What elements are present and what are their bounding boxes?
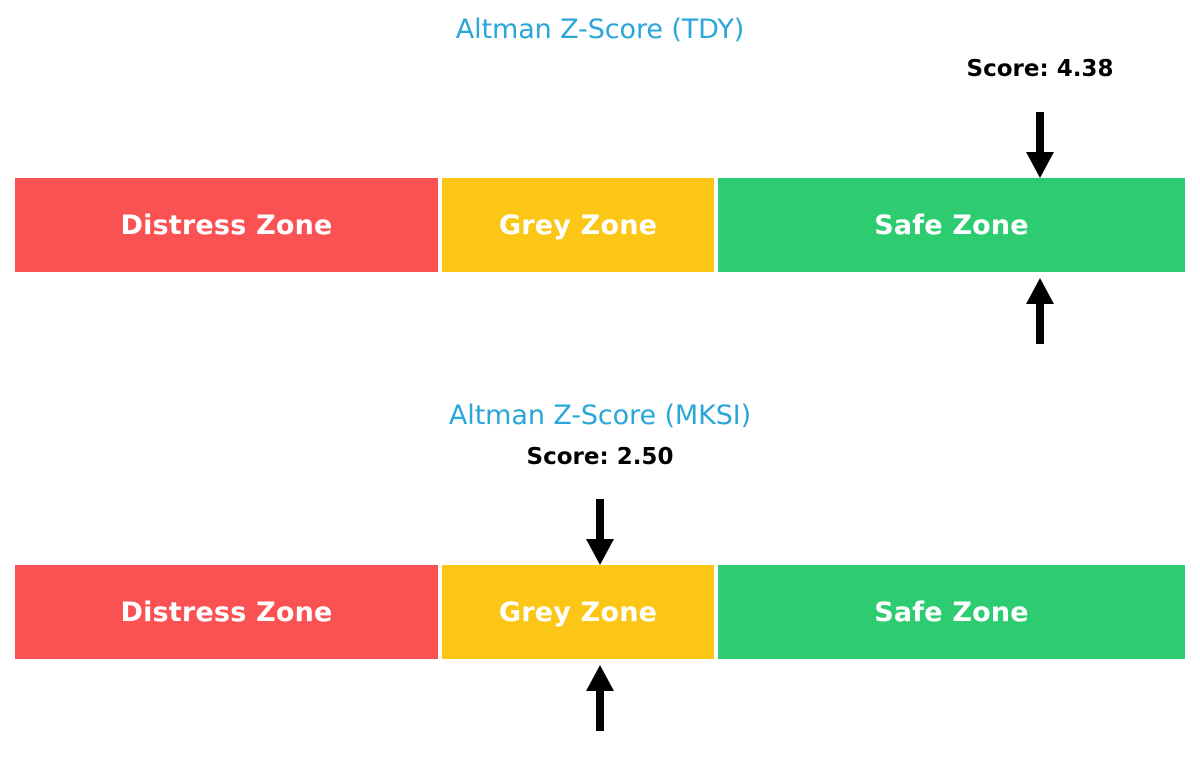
chart-title-mksi: Altman Z-Score (MKSI) [448, 400, 752, 431]
zone-safe-tdy[interactable]: Safe Zone [718, 178, 1185, 272]
zone-divider [438, 565, 442, 659]
zone-label-grey-tdy: Grey Zone [498, 209, 658, 241]
zone-label-distress-mksi: Distress Zone [120, 596, 333, 628]
chart-altman-z-score-tdy: Altman Z-Score (TDY) Score: 4.38 Distres… [0, 0, 1200, 380]
zone-label-distress-tdy: Distress Zone [120, 209, 333, 241]
zone-bar-mksi: Distress Zone Grey Zone Safe Zone [15, 565, 1185, 659]
chart-title-tdy: Altman Z-Score (TDY) [455, 14, 745, 45]
zone-grey-mksi[interactable]: Grey Zone [442, 565, 714, 659]
zone-distress-tdy[interactable]: Distress Zone [15, 178, 438, 272]
score-marker-arrow-down-tdy [1025, 112, 1055, 178]
zone-label-safe-tdy: Safe Zone [874, 209, 1029, 241]
zone-divider [438, 178, 442, 272]
zone-distress-mksi[interactable]: Distress Zone [15, 565, 438, 659]
zone-grey-tdy[interactable]: Grey Zone [442, 178, 714, 272]
zone-divider [714, 565, 718, 659]
zone-label-safe-mksi: Safe Zone [874, 596, 1029, 628]
chart-altman-z-score-mksi: Altman Z-Score (MKSI) Score: 2.50 Distre… [0, 386, 1200, 774]
zone-safe-mksi[interactable]: Safe Zone [718, 565, 1185, 659]
zone-bar-tdy: Distress Zone Grey Zone Safe Zone [15, 178, 1185, 272]
score-marker-arrow-up-tdy [1025, 278, 1055, 344]
score-marker-arrow-down-mksi [585, 499, 615, 565]
score-marker-arrow-up-mksi [585, 665, 615, 731]
zone-divider [714, 178, 718, 272]
zone-label-grey-mksi: Grey Zone [498, 596, 658, 628]
score-label-mksi: Score: 2.50 [526, 444, 674, 470]
score-label-tdy: Score: 4.38 [966, 56, 1114, 82]
